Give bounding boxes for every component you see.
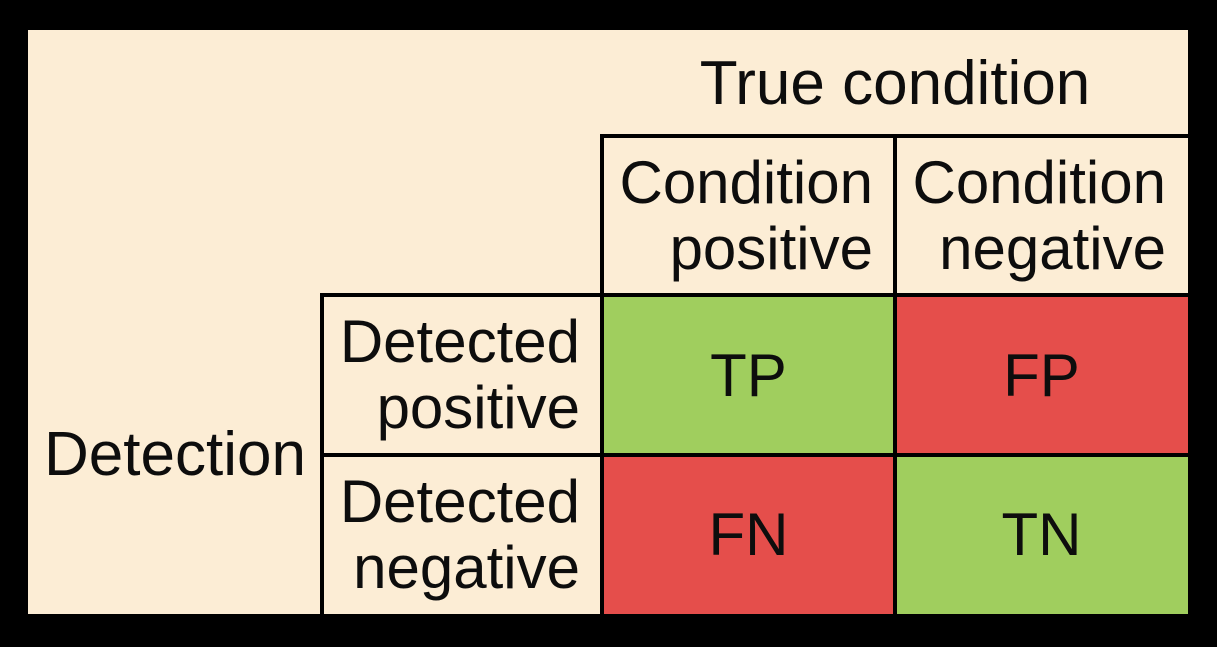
cell-false-positive: FP [895,295,1188,455]
row-header-detected-positive-line1: Detected [339,308,580,375]
grid-line-horizontal-header [600,134,1188,138]
row-header-detected-negative: Detected negative [322,455,602,614]
col-header-condition-negative-line1: Condition [912,148,1166,216]
col-header-condition-positive-line1: Condition [619,148,873,216]
grid-line-horizontal-row2 [320,453,1188,457]
row-header-detected-positive: Detected positive [322,295,602,455]
col-header-condition-positive: Condition positive [602,136,895,295]
col-header-condition-positive-line2: positive [669,214,873,282]
row-header-detected-positive-line2: positive [376,374,580,441]
col-header-condition-negative-line2: negative [939,214,1166,282]
cell-true-negative: TN [895,455,1188,614]
grid-line-vertical-col2 [893,134,897,614]
grid-line-vertical-col1 [600,134,604,614]
detection-axis-label: Detection [44,420,306,489]
cell-true-positive: TP [602,295,895,455]
row-header-detected-negative-line2: negative [353,533,580,601]
matrix-panel: True condition Condition positive Condit… [28,30,1188,614]
row-header-detected-negative-line1: Detected [339,467,580,535]
col-header-condition-negative: Condition negative [895,136,1188,295]
cell-false-negative: FN [602,455,895,614]
grid-line-horizontal-row1 [320,293,1188,297]
true-condition-title: True condition [699,48,1091,118]
